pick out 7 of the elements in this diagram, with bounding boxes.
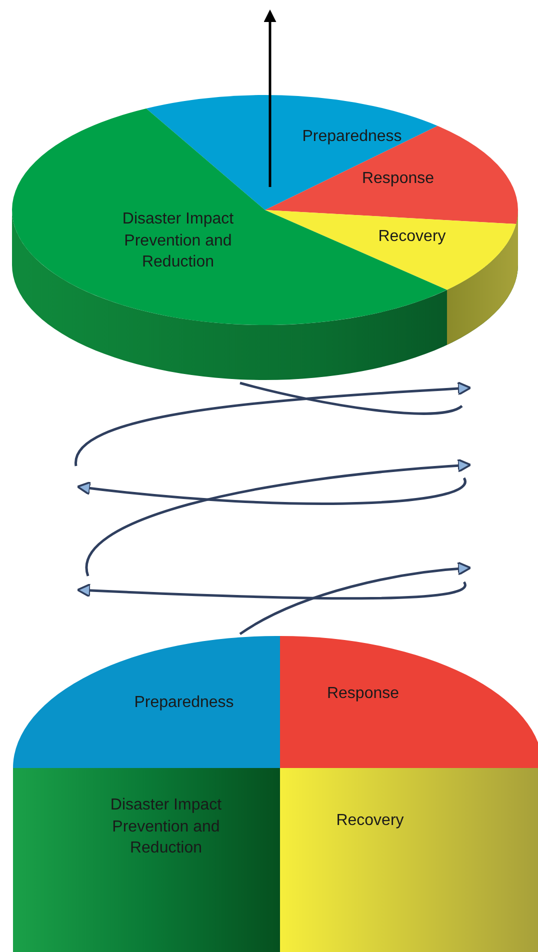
- slice-label: Recovery: [320, 810, 420, 832]
- slice-label: Response: [313, 683, 413, 705]
- slice-label: Response: [353, 168, 443, 190]
- slice-label: Preparedness: [114, 692, 254, 714]
- slice-label: Preparedness: [292, 126, 412, 148]
- slice-label: Recovery: [372, 226, 452, 248]
- slice-label: Disaster Impact Prevention and Reduction: [93, 208, 263, 274]
